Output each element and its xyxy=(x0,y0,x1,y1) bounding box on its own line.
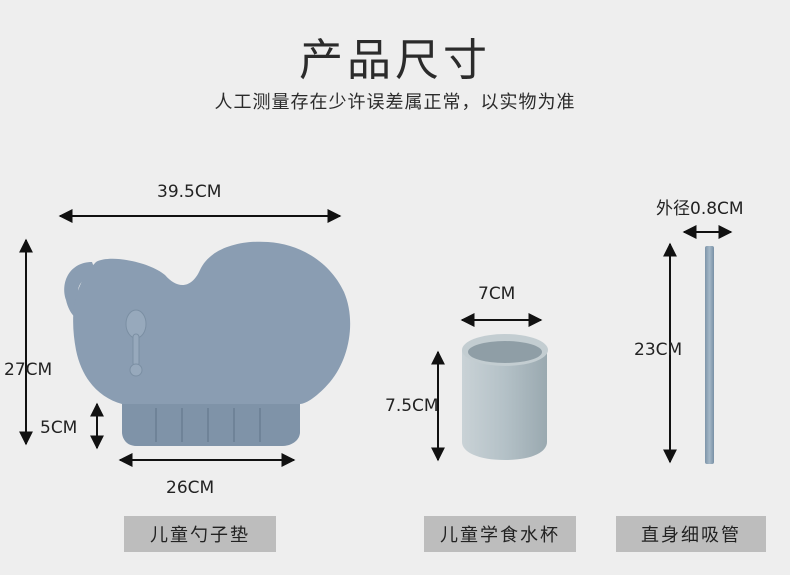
cup-height-label: 7.5CM xyxy=(385,396,439,416)
mat-width-label: 39.5CM xyxy=(157,182,222,202)
cup-opening xyxy=(468,341,542,363)
straw-name-label: 直身细吸管 xyxy=(616,516,766,552)
mat-bottom-width-label: 26CM xyxy=(166,478,215,498)
mat-name-label: 儿童勺子垫 xyxy=(124,516,276,552)
spoon-emboss-icon xyxy=(125,309,147,377)
mat-pocket xyxy=(122,404,300,446)
spoon-mat xyxy=(64,241,351,446)
page-title: 产品尺寸 xyxy=(299,35,491,86)
drinking-cup xyxy=(462,334,548,460)
straw-diameter-label: 外径0.8CM xyxy=(656,199,744,219)
mat-body xyxy=(73,241,351,446)
cup-name-label: 儿童学食水杯 xyxy=(424,516,576,552)
cup-body xyxy=(462,350,547,460)
mat-height-label: 27CM xyxy=(4,360,53,380)
cup-diameter-label: 7CM xyxy=(478,284,516,304)
straw-length-label: 23CM xyxy=(634,340,683,360)
straw xyxy=(705,246,714,464)
page-subtitle: 人工测量存在少许误差属正常，以实物为准 xyxy=(214,92,576,113)
mat-pocket-label: 5CM xyxy=(40,418,78,438)
